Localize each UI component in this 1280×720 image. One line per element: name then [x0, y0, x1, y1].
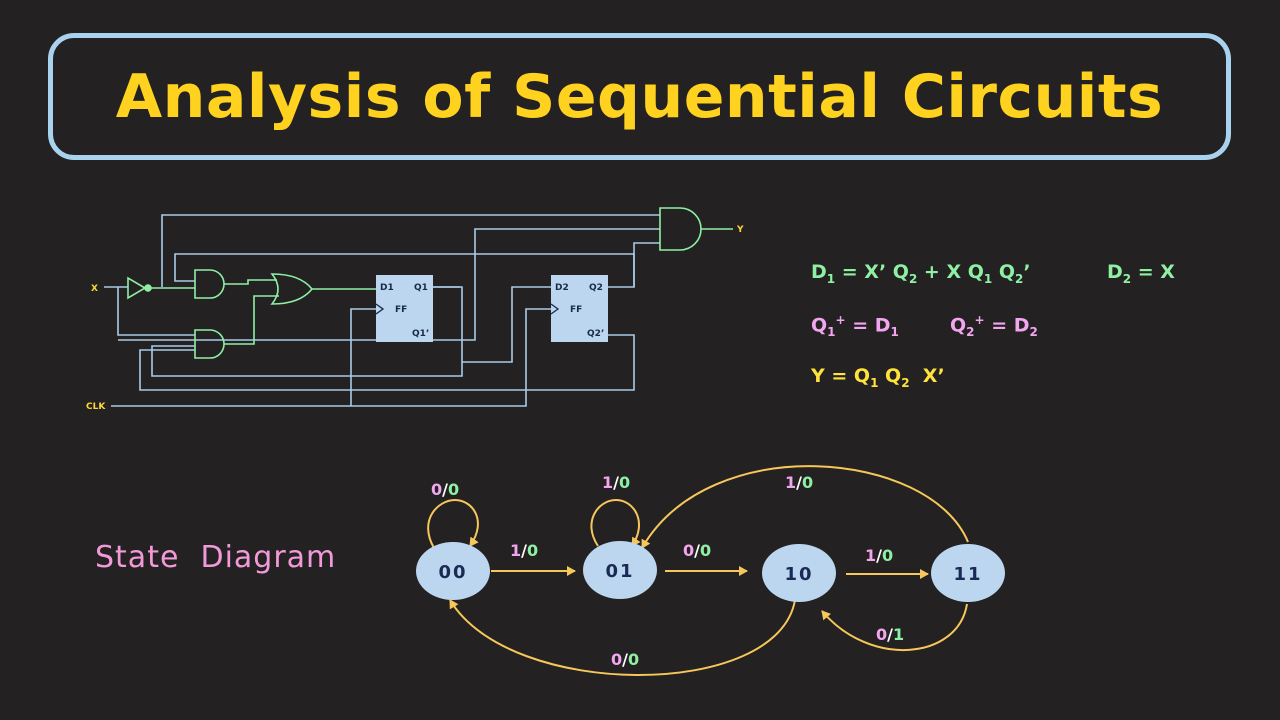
arrow-11-10	[821, 603, 968, 652]
state-node-10	[762, 544, 836, 602]
ff2-qn-label: Q2’	[587, 329, 604, 339]
state-diagram-label: State Diagram	[95, 540, 337, 575]
or-gate	[270, 273, 314, 305]
circuit-gates	[127, 207, 733, 359]
equation-d2: D2 = X	[1107, 261, 1175, 286]
equation-d1: D1 = X’ Q2 + X Q1 Q2’	[811, 261, 1031, 286]
state-transitions	[427, 465, 969, 676]
page-title: Analysis of Sequential Circuits	[115, 61, 1164, 132]
wire-q2-out	[608, 242, 660, 288]
output-y-label: Y	[736, 225, 744, 235]
state-node-01	[583, 541, 657, 599]
equation-q2-next: Q2+ = D2	[950, 313, 1038, 340]
arrow-10-00	[449, 599, 796, 676]
wire-x-bus	[118, 228, 660, 341]
ff2-q-label: Q2	[589, 283, 603, 293]
state-label-11: 11	[953, 564, 982, 585]
input-clk-label: CLK	[86, 402, 106, 412]
ff1-qn-label: Q1’	[412, 329, 429, 339]
ff2-ff-label: FF	[570, 305, 582, 315]
equation-q1-next: Q1+ = D1	[811, 313, 899, 340]
wire-x-to-and2	[117, 287, 195, 336]
transition-label-01-10: 0/0	[683, 541, 711, 560]
state-label-01: 01	[605, 561, 634, 582]
state-node-00	[416, 542, 490, 600]
transition-label-01-self: 1/0	[602, 473, 630, 492]
wire-and2-or	[224, 295, 279, 345]
title-box: Analysis of Sequential Circuits	[48, 33, 1231, 160]
transition-label-00-01: 1/0	[510, 541, 538, 560]
ff2-clock-triangle	[550, 303, 560, 315]
not-gate	[127, 276, 147, 300]
wire-clk	[111, 308, 551, 407]
and-gate-1	[194, 269, 225, 299]
equation-y: Y = Q1 Q2 X’	[811, 365, 945, 390]
arrow-00-self	[427, 498, 479, 549]
transition-label-10-00: 0/0	[611, 650, 639, 669]
ff1-box	[376, 275, 433, 342]
wire-q2-to-d2	[462, 286, 551, 363]
not-gate-bubble	[144, 284, 152, 292]
transition-label-11-01: 1/0	[785, 473, 813, 492]
wire-clk-ff1	[350, 308, 376, 406]
transition-label-11-10: 0/1	[876, 625, 904, 644]
and-gate-3	[659, 207, 702, 251]
wire-q1-to-and3	[161, 214, 660, 287]
transition-label-00-self: 0/0	[431, 480, 459, 499]
state-label-10: 10	[784, 564, 813, 585]
and-gate-2	[194, 329, 225, 359]
ff1-q-label: Q1	[414, 283, 428, 293]
state-node-11	[931, 544, 1005, 602]
state-nodes	[416, 541, 1005, 602]
ff2-box	[551, 275, 608, 342]
input-x-label: X	[91, 284, 98, 294]
arrow-11-01	[641, 465, 969, 549]
circuit-wires	[104, 214, 660, 407]
ff1-clock-triangle	[375, 303, 385, 315]
ff1-ff-label: FF	[395, 305, 407, 315]
transition-label-10-11: 1/0	[865, 546, 893, 565]
ff2-d-label: D2	[555, 283, 569, 293]
ff1-d-label: D1	[380, 283, 394, 293]
wire-q2prime	[139, 334, 635, 391]
arrow-01-self	[590, 498, 641, 547]
state-label-00: 00	[438, 562, 467, 583]
wire-and1-or	[224, 279, 277, 285]
